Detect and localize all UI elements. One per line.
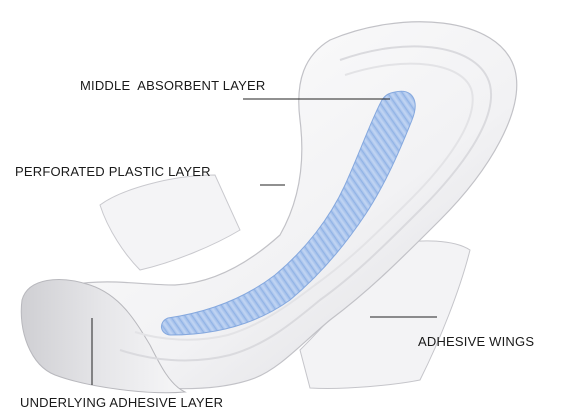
label-perforated-plastic-layer: PERFORATED PLASTIC LAYER xyxy=(15,164,211,179)
label-middle-absorbent-layer: MIDDLE ABSORBENT LAYER xyxy=(80,78,265,93)
label-underlying-adhesive-layer: UNDERLYING ADHESIVE LAYER xyxy=(20,395,223,410)
label-adhesive-wings: ADHESIVE WINGS xyxy=(418,334,534,349)
left-wing xyxy=(100,175,240,270)
